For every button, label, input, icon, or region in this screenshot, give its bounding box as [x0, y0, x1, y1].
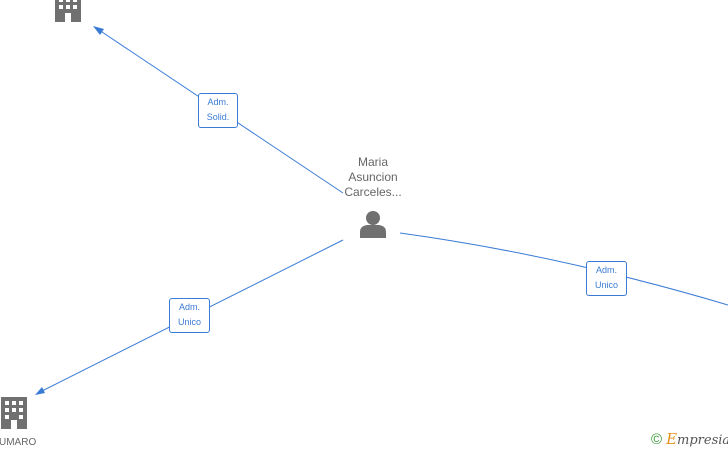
- building-icon[interactable]: [1, 397, 27, 429]
- brand-rest: mpresia: [677, 433, 728, 448]
- role-line: Solid.: [206, 112, 230, 122]
- building-icon[interactable]: [55, 0, 81, 22]
- person-name-line: Maria: [357, 155, 388, 169]
- role-line: Unico: [177, 317, 201, 327]
- role-line: Unico: [594, 280, 618, 290]
- brand-logo: Empresia: [666, 430, 728, 448]
- role-badge-bottom-left[interactable]: Adm. Unico: [169, 298, 210, 333]
- edge-right: [399, 232, 728, 306]
- empresia-watermark: © Empresia: [651, 429, 728, 449]
- brand-initial: E: [666, 430, 678, 448]
- role-line: Adm.: [595, 265, 617, 275]
- arrow-head-bottom-left: [35, 387, 45, 395]
- person-name-line: Asuncion: [348, 170, 398, 184]
- role-badge-top-left[interactable]: Adm. Solid.: [198, 93, 238, 128]
- role-line: Adm.: [178, 302, 200, 312]
- role-line: Adm.: [207, 97, 229, 107]
- role-badge-right[interactable]: Adm. Unico: [586, 261, 627, 296]
- person-name[interactable]: Maria Asuncion Carceles...: [323, 155, 423, 200]
- person-icon[interactable]: [360, 211, 386, 238]
- person-name-line: Carceles...: [344, 185, 402, 199]
- company-label-bottom-left[interactable]: UMARO: [0, 437, 37, 448]
- arrow-head-top-left: [93, 26, 104, 35]
- copyright-icon: ©: [651, 430, 663, 448]
- edge-line-right: [399, 232, 728, 306]
